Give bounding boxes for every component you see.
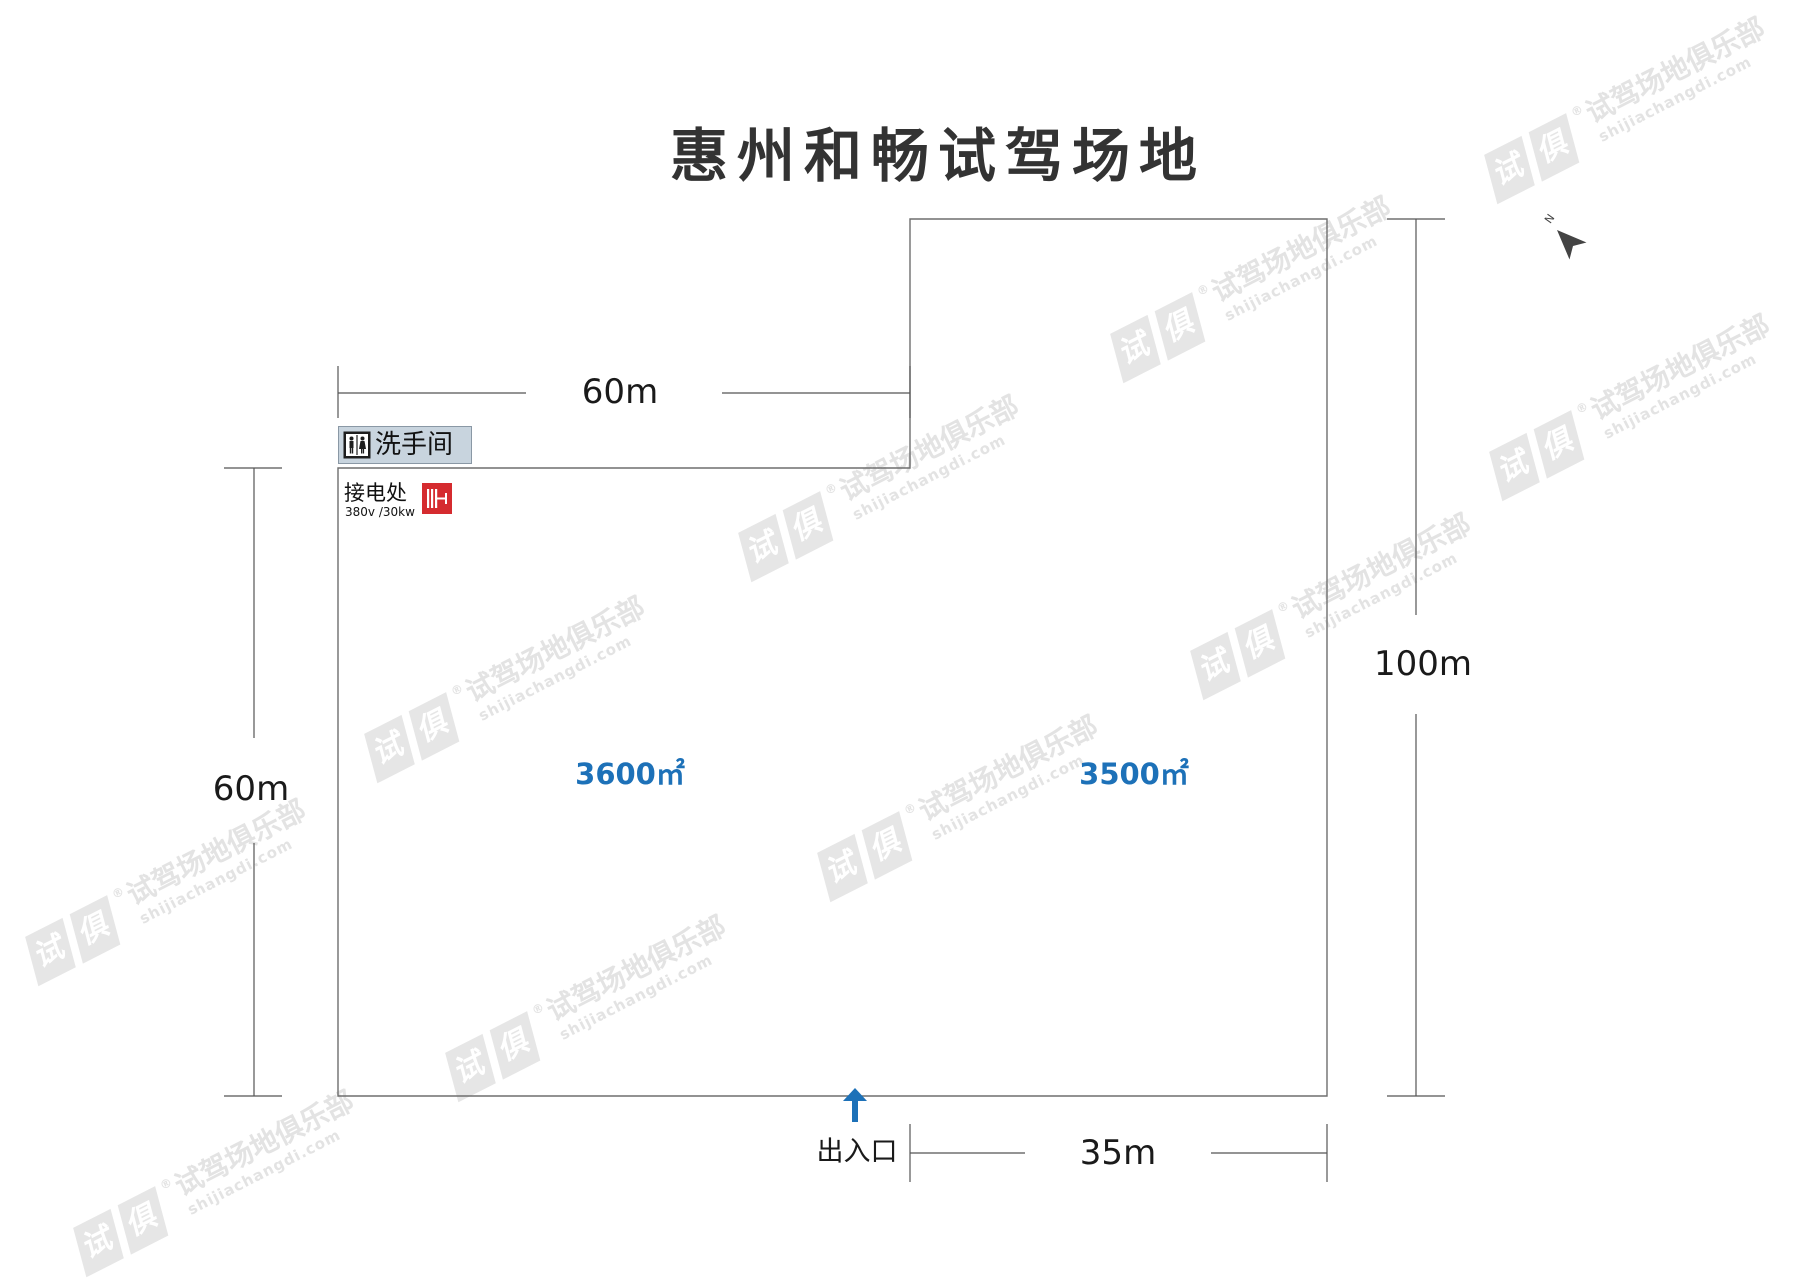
north-arrow-icon: N xyxy=(1542,212,1587,260)
power-socket-icon xyxy=(422,483,452,514)
compass-arrowhead xyxy=(1557,230,1587,260)
site-outline xyxy=(337,218,1328,1097)
power-point-label: 接电处 xyxy=(344,481,407,505)
dimension-bottom xyxy=(909,1124,1328,1182)
dimension-top-label: 60m xyxy=(581,372,659,412)
area-left-label: 3600㎡ xyxy=(575,757,685,791)
page-title: 惠州和畅试驾场地 xyxy=(669,122,1207,190)
dimension-right-label: 100m xyxy=(1373,644,1473,684)
arrow-up-icon xyxy=(843,1088,867,1122)
restroom-icon xyxy=(343,431,371,459)
restroom-sign: 洗手间 xyxy=(338,426,472,464)
dimension-left xyxy=(224,467,282,1097)
dimension-right xyxy=(1387,218,1445,1097)
area-right-label: 3500㎡ xyxy=(1079,757,1189,791)
compass-north-label: N xyxy=(1542,212,1557,226)
dimension-left-label: 60m xyxy=(212,769,290,809)
entrance-label: 出入口 xyxy=(816,1136,898,1168)
dimension-top xyxy=(337,366,911,418)
restroom-label: 洗手间 xyxy=(375,430,454,460)
dimension-bottom-label: 35m xyxy=(1079,1133,1157,1173)
power-point-spec: 380v /30kw xyxy=(345,505,415,519)
